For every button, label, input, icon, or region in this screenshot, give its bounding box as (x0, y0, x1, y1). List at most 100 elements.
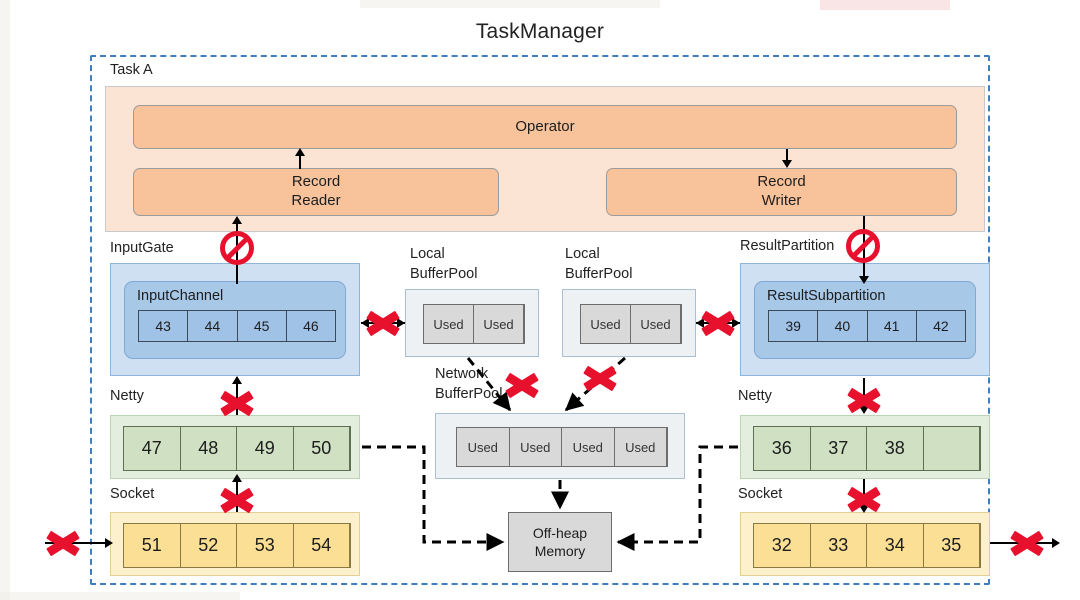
local-bufferpool-1-box: Used Used (405, 289, 539, 357)
buffer-cell: 51 (124, 524, 181, 567)
local-bufferpool-2-line2: BufferPool (565, 265, 633, 282)
network-bufferpool-line1: Network (435, 366, 489, 382)
socket-left-buffer-strip: 51 52 53 54 (123, 523, 351, 568)
input-channel-label: InputChannel (137, 288, 224, 304)
input-channel-card: InputChannel 43 44 45 46 (124, 281, 346, 359)
no-entry-icon-inputgate (220, 231, 254, 265)
buffer-cell: 50 (294, 427, 350, 470)
arrow-operator-to-writer (786, 149, 788, 162)
red-x-icon-lbp2-to-nbp (583, 363, 617, 393)
record-reader-line2: Reader (291, 192, 341, 209)
netty-left-buffer-strip: 47 48 49 50 (123, 426, 351, 471)
red-x-icon-socket-left (220, 485, 254, 515)
pool-cell: Used (615, 428, 667, 466)
arrowhead-left (361, 318, 369, 328)
record-writer-line1: Record (757, 173, 806, 191)
buffer-cell: 46 (303, 318, 319, 334)
pool-cell: Used (631, 305, 681, 343)
netty-right-buffer-strip: 36 37 38 (753, 426, 981, 471)
socket-right-buffer-strip: 32 33 34 35 (753, 523, 981, 568)
network-bufferpool-box: Used Used Used Used (435, 413, 685, 479)
off-heap-line2: Memory (534, 543, 586, 559)
record-writer-line2: Writer (761, 192, 802, 209)
result-subpartition-label: ResultSubpartition (767, 288, 886, 304)
pool-cell: Used (457, 428, 510, 466)
task-a-label: Task A (110, 62, 153, 78)
red-x-icon-pool-right (701, 308, 735, 338)
scan-artifact-top (360, 0, 660, 8)
red-x-icon-lbp1-to-nbp (505, 370, 539, 400)
arrowhead-down (782, 160, 792, 168)
result-partition-label: ResultPartition (740, 238, 835, 254)
buffer-cell: 49 (237, 427, 294, 470)
netty-right-box: 36 37 38 (740, 415, 990, 479)
socket-right-box: 32 33 34 35 (740, 512, 990, 576)
arrowhead-right (105, 538, 113, 548)
local-bufferpool-2-label: Local BufferPool (565, 245, 632, 284)
operator-box: Operator (133, 105, 957, 149)
local-bufferpool-1-strip: Used Used (423, 304, 525, 344)
arrowhead-right (397, 318, 405, 328)
network-bufferpool-label: Network BufferPool (435, 365, 502, 404)
network-bufferpool-strip: Used Used Used Used (456, 427, 668, 467)
arrowhead-up (295, 148, 305, 156)
buffer-cell: 47 (124, 427, 181, 470)
buffer-cell: 40 (818, 311, 868, 341)
pool-cell: Used (424, 305, 474, 343)
no-entry-icon-resultpartition (846, 229, 880, 263)
red-x-icon-pool-left (366, 308, 400, 338)
buffer-cell: 36 (754, 427, 811, 470)
arrowhead-up (232, 376, 242, 384)
red-x-icon-netty-right (847, 385, 881, 415)
buffer-cell: 32 (754, 524, 811, 567)
arrow-reader-to-operator (299, 155, 301, 169)
local-bufferpool-2-strip: Used Used (580, 304, 682, 344)
buffer-cell: 54 (294, 524, 350, 567)
arrowhead-down (859, 276, 869, 284)
network-bufferpool-line2: BufferPool (435, 385, 503, 402)
scan-artifact-left (0, 0, 10, 600)
record-writer-box: Record Writer (606, 168, 957, 216)
arrowhead-right (732, 318, 740, 328)
red-x-icon-netty-left (220, 388, 254, 418)
pool-cell: Used (581, 305, 631, 343)
buffer-cell: 52 (181, 524, 237, 567)
buffer-cell: 45 (238, 311, 287, 341)
buffer-cell: 34 (867, 524, 924, 567)
off-heap-line1: Off-heap (532, 524, 588, 541)
page-title: TaskManager (475, 20, 605, 43)
red-x-icon-external-out (1010, 528, 1044, 558)
socket-left-label: Socket (110, 486, 155, 502)
buffer-cell: 41 (868, 311, 917, 341)
arrowhead-right (1052, 538, 1060, 548)
pool-cell: Used (562, 428, 615, 466)
scan-artifact-bottom (0, 592, 240, 600)
red-x-icon-external-in (46, 528, 80, 558)
arrowhead-left (696, 318, 704, 328)
pool-cell: Used (474, 305, 524, 343)
arrowhead-up (232, 474, 242, 482)
buffer-cell: 37 (811, 427, 867, 470)
local-bufferpool-1-label: Local BufferPool (410, 245, 477, 284)
buffer-cell: 38 (867, 427, 924, 470)
scan-artifact-pink (820, 0, 950, 10)
record-reader-line1: Record (291, 173, 341, 191)
buffer-cell: 39 (769, 311, 819, 341)
buffer-cell: 44 (188, 311, 238, 341)
buffer-cell: 35 (924, 524, 980, 567)
buffer-cell: 53 (237, 524, 294, 567)
input-channel-buffer-strip: 43 44 45 46 (138, 310, 336, 342)
netty-right-label: Netty (738, 388, 772, 404)
buffer-cell: 42 (933, 318, 949, 334)
record-reader-box: Record Reader (133, 168, 499, 216)
buffer-cell: 33 (811, 524, 867, 567)
local-bufferpool-2-line1: Local (565, 246, 600, 262)
arrowhead-up (232, 216, 242, 224)
pool-cell: Used (510, 428, 562, 466)
result-subpartition-buffer-strip: 39 40 41 42 (768, 310, 966, 342)
socket-right-label: Socket (738, 486, 783, 502)
local-bufferpool-1-line2: BufferPool (410, 265, 478, 282)
local-bufferpool-2-box: Used Used (562, 289, 696, 357)
red-x-icon-socket-right (847, 484, 881, 514)
result-subpartition-card: ResultSubpartition 39 40 41 42 (754, 281, 976, 359)
